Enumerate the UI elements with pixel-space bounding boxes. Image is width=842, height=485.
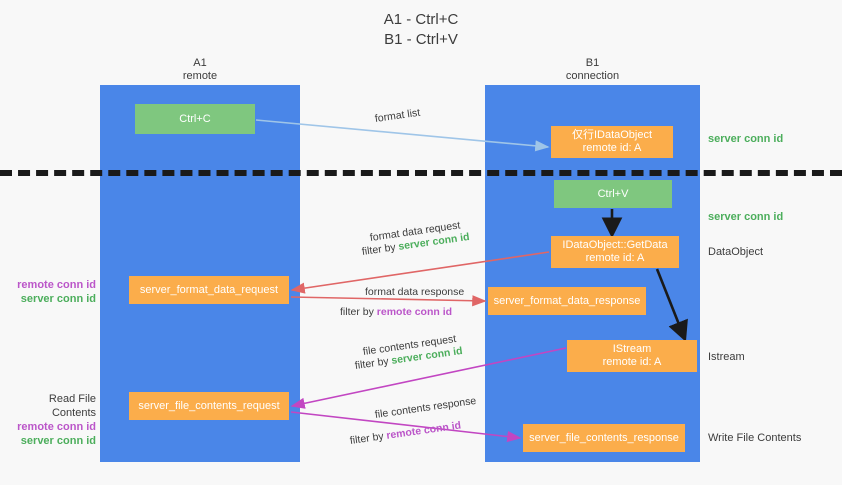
box-server-file-contents-response[interactable]: server_file_contents_response — [523, 424, 685, 452]
label-conn-ids-format: remote conn id server conn id — [8, 278, 96, 306]
label-server-conn-id-top: server conn id — [708, 133, 784, 145]
column-header-a1: A1 remote — [182, 57, 218, 82]
box-ctrl-v[interactable]: Ctrl+V — [554, 180, 672, 208]
label-read-file-contents: Read File Contents — [48, 393, 96, 419]
box-idataobject[interactable]: 仅行IDataObject remote id: A — [551, 126, 673, 158]
label-remote-conn-id-file: remote conn id — [17, 421, 96, 433]
filter-target-remote-conn-id: remote conn id — [376, 306, 453, 318]
label-remote-conn-id-format: remote conn id — [17, 279, 96, 291]
page-title: A1 - Ctrl+C B1 - Ctrl+V — [383, 11, 459, 48]
caption-file-contents-response-filter: filter by remote conn id — [349, 418, 462, 447]
filter-prefix: filter by — [361, 240, 400, 258]
caption-file-contents-response: file contents response — [374, 394, 477, 421]
label-write-file-contents: Write File Contents — [708, 432, 802, 444]
caption-format-data-response-filter: filter by remote conn id — [340, 305, 452, 319]
filter-target-remote-conn-id: remote conn id — [385, 419, 462, 442]
box-server-format-data-request[interactable]: server_format_data_request — [129, 276, 289, 304]
box-ctrl-c[interactable]: Ctrl+C — [135, 104, 255, 134]
caption-format-data-response: format data response — [365, 286, 465, 298]
label-istream: Istream — [708, 351, 745, 363]
phase-divider — [0, 170, 842, 176]
filter-prefix: filter by — [354, 354, 393, 372]
filter-prefix: filter by — [349, 429, 388, 447]
filter-prefix: filter by — [340, 306, 377, 318]
box-server-format-data-response[interactable]: server_format_data_response — [488, 287, 646, 315]
box-idataobject-getdata[interactable]: IDataObject::GetData remote id: A — [551, 236, 679, 268]
label-server-conn-id-middle: server conn id — [708, 211, 784, 223]
label-dataobject: DataObject — [708, 246, 764, 258]
label-conn-ids-file: Read File Contents remote conn id server… — [8, 392, 96, 448]
caption-format-list: format list — [374, 106, 421, 125]
column-header-b1: B1 connection — [565, 57, 620, 82]
box-server-file-contents-request[interactable]: server_file_contents_request — [129, 392, 289, 420]
box-istream[interactable]: IStream remote id: A — [567, 340, 697, 372]
label-server-conn-id-file: server conn id — [20, 435, 96, 447]
label-server-conn-id-format: server conn id — [20, 293, 96, 305]
